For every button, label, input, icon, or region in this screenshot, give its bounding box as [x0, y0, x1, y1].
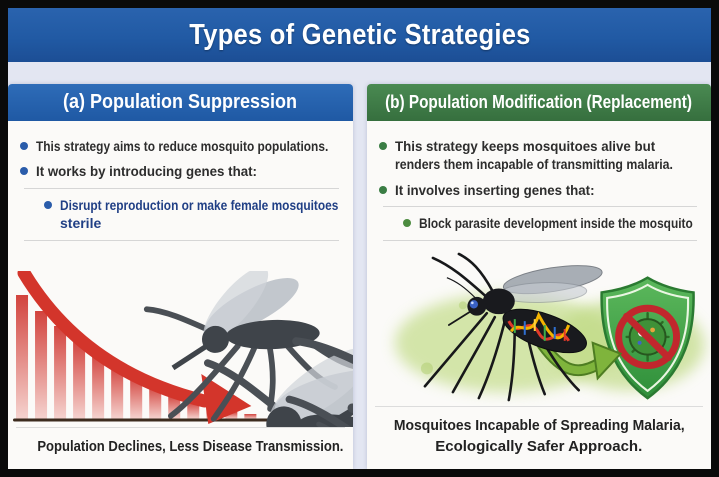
- bar: [130, 376, 143, 419]
- title-bar: Types of Genetic Strategies: [8, 8, 711, 62]
- bullet-dot-icon: [20, 167, 28, 176]
- sub-bullet-item: Block parasite development inside the mo…: [402, 214, 704, 232]
- bar: [54, 326, 67, 419]
- bullet-item: This strategy aims to reduce mosquito po…: [20, 137, 345, 155]
- bullet-text: It works by introducing genes that:: [36, 163, 257, 180]
- sub-bullet-text: Disrupt reproduction or make female mosq…: [60, 196, 339, 213]
- mosquito-dna-shield-no-parasite-icon: [394, 252, 705, 402]
- mosquito-eye: [469, 300, 478, 309]
- sub-bullet-item: Disrupt reproduction or make female mosq…: [44, 196, 345, 233]
- bar: [73, 340, 86, 419]
- section-divider: [382, 206, 697, 208]
- mosquito-dna-icon: [423, 252, 603, 402]
- bullet-dot-icon: [378, 142, 387, 150]
- illustration-population-modification: [367, 250, 712, 406]
- no-symbol-icon: [614, 304, 680, 369]
- bullet-text: This strategy aims to reduce mosquito po…: [36, 138, 329, 154]
- declining-arrow-icon: [17, 271, 211, 408]
- panel-a-header-label: (a) Population Suppression: [63, 91, 298, 113]
- bar: [111, 365, 124, 419]
- bullet-text: This strategy keeps mosquitoes alive but: [394, 138, 655, 154]
- panel-population-suppression: (a) Population Suppression This strategy…: [8, 84, 353, 469]
- sub-bullet-text: Block parasite development inside the mo…: [418, 215, 693, 232]
- panel-a-header: (a) Population Suppression: [8, 84, 353, 121]
- panel-a-caption-area: Population Declines, Less Disease Transm…: [16, 427, 345, 469]
- bullet-text: It involves inserting genes that:: [394, 181, 595, 198]
- bullet-dot-icon: [378, 185, 387, 194]
- shield-icon: [599, 276, 695, 400]
- bullet-dot-icon: [20, 142, 28, 150]
- bar-chart-bars: [16, 295, 257, 419]
- page-title: Types of Genetic Strategies: [188, 18, 531, 51]
- section-divider: [382, 239, 697, 241]
- bullet-item: It works by introducing genes that:: [20, 162, 345, 180]
- baseline: [13, 418, 346, 422]
- bullet-text: renders them incapable of transmitting m…: [394, 156, 673, 173]
- bar: [225, 412, 238, 419]
- columns-container: (a) Population Suppression This strategy…: [8, 84, 711, 469]
- section-divider: [24, 239, 339, 241]
- bar: [16, 295, 29, 419]
- caption-modification: Mosquitoes Incapable of Spreading Malari…: [375, 415, 704, 457]
- illustration-population-suppression: [8, 271, 353, 427]
- bar: [187, 402, 200, 419]
- caption-text: Ecologically Safer Approach.: [435, 438, 643, 455]
- panel-b-header: (b) Population Modification (Replacement…: [366, 84, 711, 121]
- bar: [244, 414, 257, 419]
- caption-text: Mosquitoes Incapable of Spreading Malari…: [393, 417, 685, 434]
- caption-suppression: Population Declines, Less Disease Transm…: [16, 436, 345, 457]
- panel-b-bullet-list: This strategy keeps mosquitoes alive but…: [367, 121, 712, 248]
- panel-b-caption-area: Mosquitoes Incapable of Spreading Malari…: [374, 406, 704, 469]
- panel-b-header-label: (b) Population Modification (Replacement…: [385, 92, 693, 112]
- bullet-dot-icon: [44, 200, 52, 209]
- dna-helix-icon: [506, 311, 570, 342]
- bar: [92, 353, 105, 419]
- bullet-item: It involves inserting genes that:: [378, 181, 704, 199]
- bar: [149, 386, 162, 419]
- bullet-item: This strategy keeps mosquitoes alive but…: [378, 137, 704, 174]
- caption-text: Population Declines, Less Disease Transm…: [37, 438, 344, 455]
- panel-population-modification: (b) Population Modification (Replacement…: [366, 84, 712, 469]
- sub-bullet-text: sterile: [60, 215, 102, 232]
- bullet-dot-icon: [402, 219, 411, 228]
- declining-bar-chart-red-arrow-mosquitoes-icon: [13, 271, 353, 427]
- section-divider: [24, 187, 339, 189]
- panel-a-bullet-list: This strategy aims to reduce mosquito po…: [8, 121, 353, 248]
- bar: [35, 311, 48, 419]
